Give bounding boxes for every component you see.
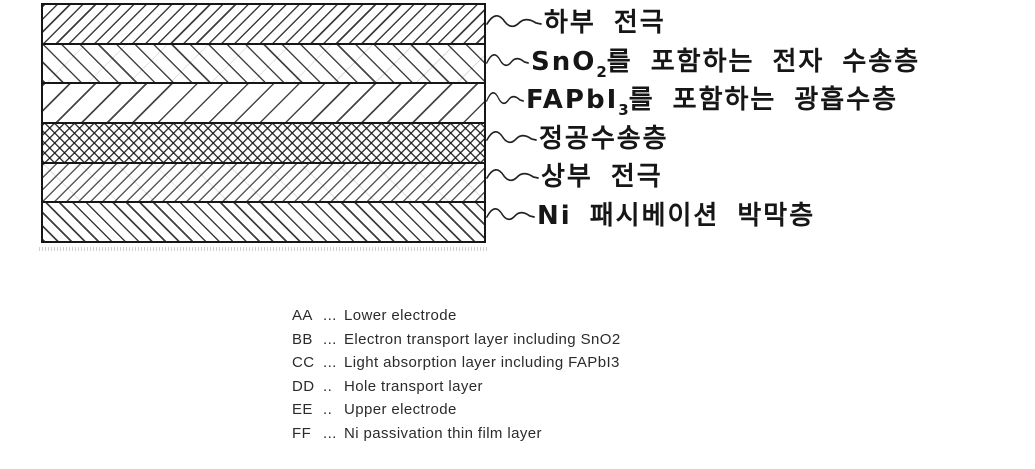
layer-hole-transport-layer [43, 122, 484, 162]
layer-label-hole-transport-layer: 정공수송층 [539, 123, 669, 155]
label-text: Ni 패시베이션 박막층 [537, 201, 816, 231]
leader-squiggle-electron-transport-layer [486, 54, 529, 67]
legend-desc: Lower electrode [344, 307, 457, 324]
legend-dots: ... [323, 307, 337, 324]
label-text: 를 포함하는 광흡수층 [628, 85, 899, 115]
legend-row-light-absorption-layer: CC... Light absorption layer including FA… [292, 354, 621, 378]
legend-dots: ... [323, 424, 337, 442]
legend-desc: Ni passivation thin film layer [344, 424, 542, 442]
legend-row-lower-electrode: AA... Lower electrode [292, 307, 621, 331]
layer-ni-passivation-layer [43, 201, 484, 242]
layer-electron-transport-layer [43, 42, 484, 83]
leader-squiggle-ni-passivation-layer [486, 208, 535, 221]
legend-code: DD [292, 377, 315, 395]
label-subscript: 3 [618, 101, 629, 119]
legend-desc: Light absorption layer including FAPbI3 [344, 354, 620, 371]
leader-squiggle-upper-electrode [486, 169, 539, 182]
legend-dots: ... [323, 354, 337, 371]
legend-desc: Upper electrode [344, 401, 457, 418]
label-text: 상부 전극 [541, 162, 663, 192]
leader-squiggle-lower-electrode [486, 15, 542, 28]
layer-label-electron-transport-layer: SnO2를 포함하는 전자 수송층 [531, 46, 920, 88]
layer-upper-electrode [43, 161, 484, 202]
legend-dots: .. [323, 401, 333, 418]
legend-row-hole-transport-layer: DD.. Hole transport layer [292, 378, 621, 402]
layer-label-ni-passivation-layer: Ni 패시베이션 박막층 [537, 200, 815, 232]
legend-dots: .. [323, 377, 333, 395]
leader-squiggle-light-absorption-layer [486, 92, 524, 105]
label-text: SnO [531, 47, 597, 77]
layer-label-lower-electrode: 하부 전극 [544, 7, 666, 39]
layer-lower-electrode [43, 5, 484, 43]
legend-row-ni-passivation-layer: FF... Ni passivation thin film layer [292, 425, 621, 449]
legend-desc: Electron transport layer including SnO2 [344, 330, 621, 348]
label-text: 정공수송층 [539, 124, 669, 154]
legend-code: EE [292, 401, 313, 418]
label-text: 하부 전극 [544, 8, 666, 38]
legend-code: BB [292, 330, 313, 348]
legend-code: AA [292, 307, 313, 324]
legend-desc: Hole transport layer [344, 377, 483, 395]
scan-shadow-line [39, 247, 489, 251]
legend-dots: ... [323, 330, 337, 348]
layer-stack [41, 3, 486, 243]
label-subscript: 2 [596, 63, 607, 81]
label-text: 를 포함하는 전자 수송층 [606, 47, 921, 77]
layer-label-light-absorption-layer: FAPbI3를 포함하는 광흡수층 [526, 84, 898, 126]
layer-label-upper-electrode: 상부 전극 [541, 161, 663, 193]
legend-code: CC [292, 354, 315, 371]
leader-squiggle-hole-transport-layer [486, 131, 537, 144]
layer-light-absorption-layer [43, 82, 484, 123]
legend-row-upper-electrode: EE.. Upper electrode [292, 401, 621, 425]
legend-code: FF [292, 424, 312, 442]
label-text: FAPbI [526, 85, 619, 115]
legend-row-electron-transport-layer: BB... Electron transport layer including … [292, 331, 621, 355]
